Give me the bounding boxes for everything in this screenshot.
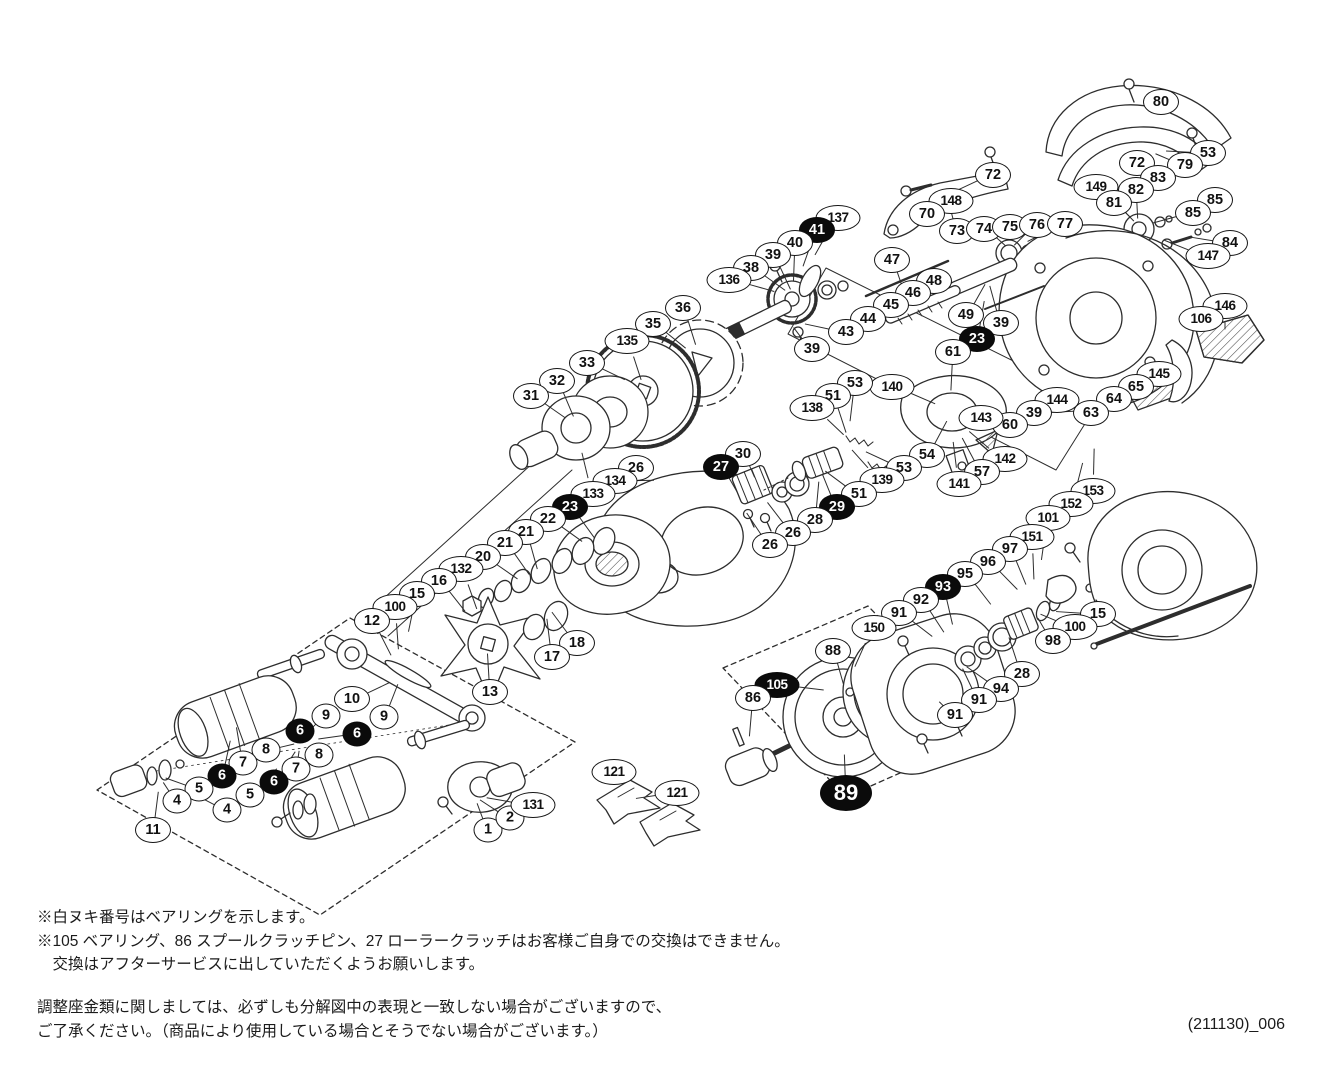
callout-9: 9 xyxy=(311,703,341,729)
callout-89: 89 xyxy=(820,775,872,811)
callout-18: 18 xyxy=(559,630,595,656)
note-line: 交換はアフターサービスに出していただくようお願いします。 xyxy=(37,956,485,973)
callout-143: 143 xyxy=(958,405,1004,431)
callout-98: 98 xyxy=(1035,628,1071,654)
knob-shaft-left xyxy=(256,648,326,680)
callout-49: 49 xyxy=(948,302,984,328)
callout-47: 47 xyxy=(874,247,910,273)
knob-washers-left xyxy=(109,759,185,798)
callout-91: 91 xyxy=(881,600,917,626)
assembly-box-handle xyxy=(96,617,576,916)
callout-97: 97 xyxy=(992,536,1028,562)
handle-knob-right xyxy=(282,756,406,840)
callout-86: 86 xyxy=(735,685,771,711)
callout-26: 26 xyxy=(752,532,788,558)
callout-6: 6 xyxy=(207,763,237,789)
callout-147: 147 xyxy=(1185,243,1231,269)
callout-105: 105 xyxy=(754,672,800,698)
callout-17: 17 xyxy=(534,644,570,670)
callout-12: 12 xyxy=(354,608,390,634)
handle-crank xyxy=(324,634,486,732)
callout-121: 121 xyxy=(654,780,700,806)
document-number: (211130)_006 xyxy=(1187,1016,1285,1033)
callout-93: 93 xyxy=(925,574,961,600)
washer-disclaimer: 調整座金類に関しましては、必ずしも分解図中の表現と一致しない場合がございますので… xyxy=(37,996,671,1043)
handle-knob-left xyxy=(173,675,297,759)
callout-39: 39 xyxy=(794,336,830,362)
callout-91: 91 xyxy=(961,687,997,713)
callout-100: 100 xyxy=(1052,614,1098,640)
callout-106: 106 xyxy=(1178,306,1224,332)
callout-131: 131 xyxy=(510,792,556,818)
callout-36: 36 xyxy=(665,295,701,321)
callout-33: 33 xyxy=(569,350,605,376)
callout-63: 63 xyxy=(1073,400,1109,426)
callout-140: 140 xyxy=(869,374,915,400)
callout-70: 70 xyxy=(909,201,945,227)
callout-135: 135 xyxy=(604,328,650,354)
axis-line-handle xyxy=(149,721,469,773)
callout-85: 85 xyxy=(1197,187,1233,213)
callout-150: 150 xyxy=(851,615,897,641)
callout-72: 72 xyxy=(975,162,1011,188)
callout-152: 152 xyxy=(1048,491,1094,517)
callout-10: 10 xyxy=(334,686,370,712)
callout-4: 4 xyxy=(162,788,192,814)
brake-plates-121 xyxy=(596,779,701,847)
callout-5: 5 xyxy=(235,782,265,808)
knob-washers-right xyxy=(271,793,317,828)
callout-61: 61 xyxy=(935,339,971,365)
washer-85b xyxy=(1202,223,1212,233)
callout-136: 136 xyxy=(706,267,752,293)
callout-77: 77 xyxy=(1047,211,1083,237)
callout-9: 9 xyxy=(369,704,399,730)
callout-149: 149 xyxy=(1073,174,1119,200)
callout-27: 27 xyxy=(703,454,739,480)
callout-7: 7 xyxy=(228,750,258,776)
callout-80: 80 xyxy=(1143,89,1179,115)
callout-11: 11 xyxy=(135,817,171,843)
callout-43: 43 xyxy=(828,319,864,345)
note-line: ※105 ベアリング、86 スプールクラッチピン、27 ローラークラッチはお客様… xyxy=(37,932,790,950)
callout-23: 23 xyxy=(959,326,995,352)
callout-146: 146 xyxy=(1202,293,1248,319)
note-line: ※白ヌキ番号はベアリングを示します。 xyxy=(37,909,315,926)
callout-141: 141 xyxy=(936,471,982,497)
callout-6: 6 xyxy=(259,769,289,795)
gear-stack xyxy=(509,319,744,470)
callout-81: 81 xyxy=(1096,190,1132,216)
callout-41: 41 xyxy=(799,217,835,243)
callout-91: 91 xyxy=(937,702,973,728)
thumb-pad xyxy=(1195,314,1265,364)
callout-13: 13 xyxy=(472,679,508,705)
bearing-notes: ※白ヌキ番号はベアリングを示します。 ※105 ベアリング、86 スプールクラッ… xyxy=(37,906,790,977)
callout-6: 6 xyxy=(342,721,372,747)
washer-85a xyxy=(1194,228,1202,236)
callout-138: 138 xyxy=(789,395,835,421)
drag-washers xyxy=(462,526,616,617)
disclaimer-line: 調整座金類に関しましては、必ずしも分解図中の表現と一致しない場合がございますので… xyxy=(37,999,672,1016)
callout-96: 96 xyxy=(970,549,1006,575)
screw-70 xyxy=(900,183,933,197)
callout-1: 1 xyxy=(473,817,503,843)
callout-139: 139 xyxy=(859,467,905,493)
callout-44: 44 xyxy=(850,306,886,332)
callout-4: 4 xyxy=(212,797,242,823)
callout-39: 39 xyxy=(983,310,1019,336)
screw-80 xyxy=(1123,78,1135,103)
disclaimer-line: ご了承ください。（商品により使用している場合とそうでない場合がございます。） xyxy=(37,1022,608,1040)
palm-arm xyxy=(1045,84,1232,187)
callout-31: 31 xyxy=(513,383,549,409)
callout-16: 16 xyxy=(421,568,457,594)
callout-6: 6 xyxy=(285,718,315,744)
callout-53: 53 xyxy=(1190,140,1226,166)
callout-121: 121 xyxy=(591,759,637,785)
knob-shaft-right xyxy=(406,719,471,750)
callout-85: 85 xyxy=(1175,200,1211,226)
callout-88: 88 xyxy=(815,638,851,664)
